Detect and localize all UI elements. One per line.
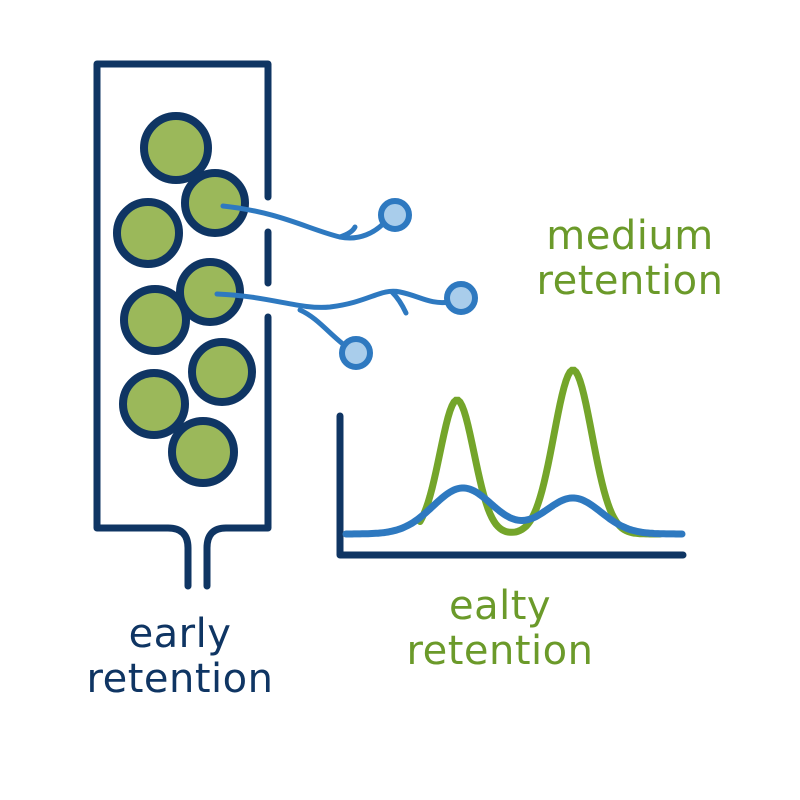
chromatogram-axes (336, 412, 687, 559)
medium-retention-line-2: retention (536, 257, 724, 304)
bead (176, 258, 244, 326)
medium-retention-label: medium retention (520, 214, 740, 304)
early-retention-line-1: early (128, 611, 232, 657)
ealty-retention-line-1: ealty (448, 583, 552, 629)
ealty-retention-line-2: retention (406, 627, 594, 674)
molecule-trail-lower (297, 307, 351, 351)
green-trace (416, 366, 664, 538)
chromatography-column (93, 60, 272, 590)
bead (140, 112, 212, 184)
stationary-phase-beads (113, 112, 256, 487)
bead (181, 169, 249, 237)
molecule-trail-upper-branch (337, 224, 358, 240)
molecule-trail-middle-branch (389, 289, 409, 316)
chromatogram (336, 366, 687, 559)
column-right-wall-lower (203, 313, 272, 590)
molecule-icon (339, 336, 373, 370)
early-retention-label: early retention (70, 612, 290, 702)
bead (113, 198, 183, 268)
ealty-retention-label: ealty retention (400, 584, 600, 674)
blue-trace (342, 484, 686, 538)
molecule-trail-middle (214, 288, 453, 310)
bead (168, 417, 238, 487)
eluting-molecules (214, 203, 453, 351)
column-left-wall-and-bottom (93, 60, 272, 590)
bead (119, 369, 189, 439)
molecule-heads (339, 198, 478, 370)
molecule-icon (378, 198, 412, 232)
molecule-trail-upper (220, 203, 387, 241)
bead (120, 285, 190, 355)
early-retention-line-2: retention (86, 655, 274, 702)
medium-retention-line-1: medium (546, 213, 714, 259)
molecule-icon (444, 281, 478, 315)
bead (188, 338, 256, 406)
